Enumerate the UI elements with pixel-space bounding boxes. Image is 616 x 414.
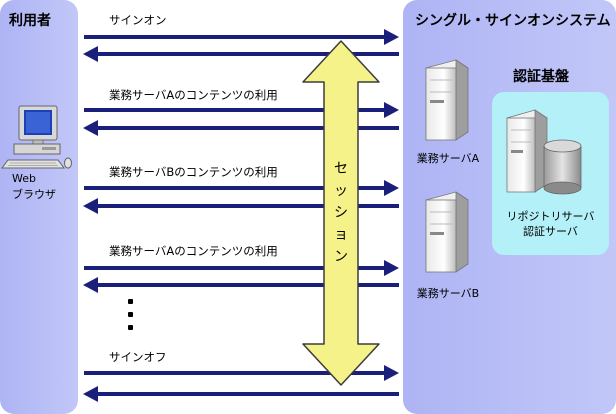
browser-label-line2: ブラウザ [12,188,56,201]
auth-server-label: 認証サーバ [523,225,578,238]
message-label: 業務サーバAのコンテンツの利用 [109,244,278,258]
session-label-char: セ [334,161,348,177]
message-label: サインオン [109,13,167,27]
database-icon [543,139,582,195]
message-label: 業務サーバAのコンテンツの利用 [109,88,278,102]
computer-icon [1,105,72,169]
session-label: セッション [331,158,351,268]
user-panel [0,0,78,414]
arrow-right [84,29,399,45]
ellipsis-dots [128,299,138,338]
session-label-char: ン [334,249,348,265]
server-a-label: 業務サーバA [416,152,480,165]
message-label: 業務サーバBのコンテンツの利用 [109,165,278,179]
session-label-char: ッ [334,183,348,199]
server-a-icon [425,59,469,141]
user-panel-title: 利用者 [9,13,51,29]
browser-label-line1: Web [12,172,36,185]
server-b-label: 業務サーバB [416,287,480,300]
arrow-left [83,386,399,402]
session-arrow [302,40,380,386]
repository-server-label: リポジトリサーバ [506,210,595,223]
auth-infrastructure-title: 認証基盤 [513,69,569,85]
server-b-icon [425,191,469,273]
session-label-char: シ [334,205,348,221]
message-label: サインオフ [109,350,167,364]
session-label-char: ョ [334,227,348,243]
repository-server-icon [506,109,548,193]
sso-panel-title: シングル・サインオンシステム [415,13,611,29]
